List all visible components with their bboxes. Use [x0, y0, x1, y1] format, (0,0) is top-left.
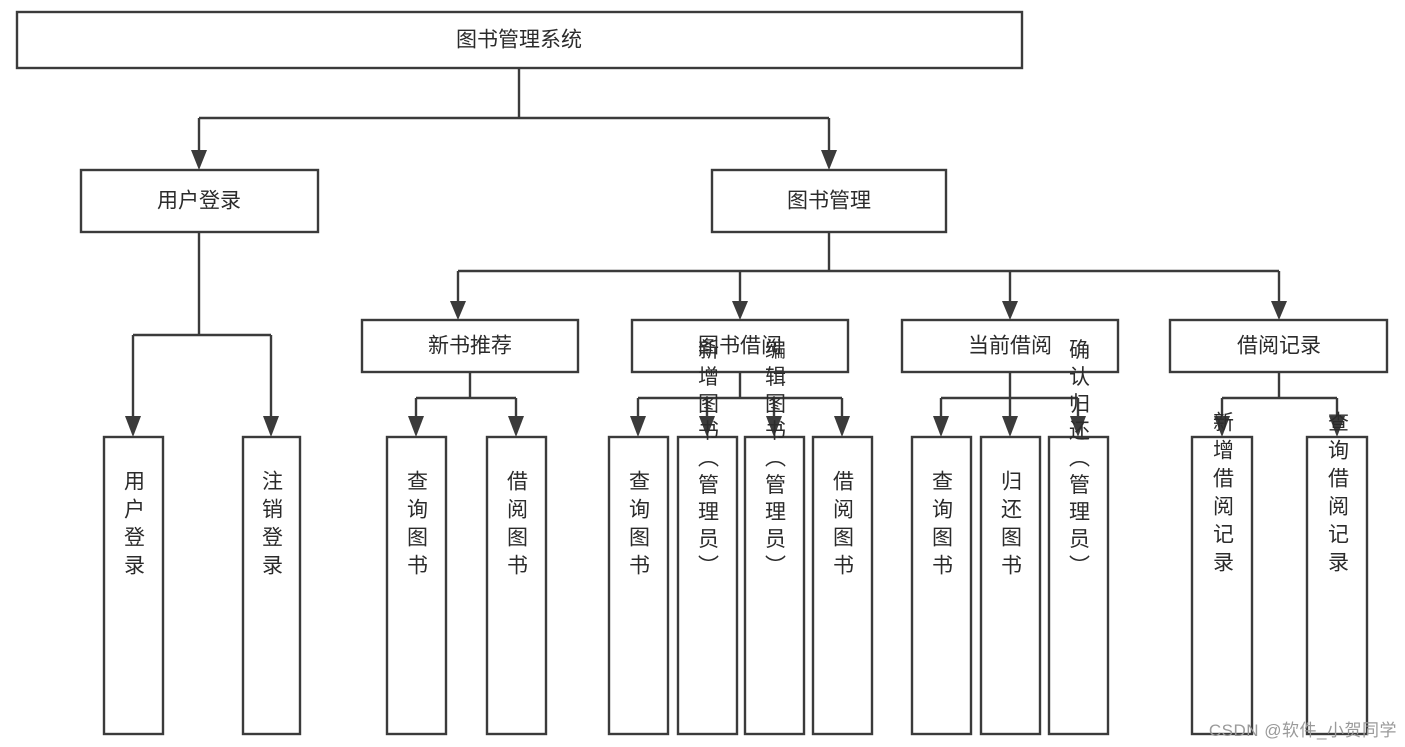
node-book-manage-label: 图书管理	[787, 190, 871, 213]
connector-userlogin-to-leaves	[125, 232, 279, 437]
leaf-node-current-confirm-return[interactable]: 确认归还（管理员）	[1047, 339, 1110, 736]
node-root[interactable]: 图书管理系统	[15, 10, 1024, 70]
leaf-node-current-query-book-label: 查询图书	[930, 470, 954, 582]
connector-currentborrow-to-leaves	[933, 372, 1086, 437]
leaf-node-user-logout[interactable]: 注销登录	[241, 435, 302, 736]
leaf-node-borrow-lend-book-label: 借阅图书	[831, 470, 855, 582]
leaf-node-record-query[interactable]: 查询借阅记录	[1305, 411, 1369, 736]
node-book-manage[interactable]: 图书管理	[710, 168, 948, 234]
node-borrow-record-label: 借阅记录	[1237, 335, 1321, 358]
leaf-node-user-logout-label: 注销登录	[260, 470, 284, 582]
leaf-node-rec-query-book[interactable]: 查询图书	[385, 435, 448, 736]
node-user-login[interactable]: 用户登录	[79, 168, 320, 234]
connector-newbook-to-leaves	[408, 372, 524, 437]
leaf-node-borrow-query-book[interactable]: 查询图书	[607, 435, 670, 736]
leaf-node-record-add-label: 新增借阅记录	[1211, 411, 1235, 579]
leaf-node-current-return-book[interactable]: 归还图书	[979, 435, 1042, 736]
node-user-login-label: 用户登录	[157, 190, 241, 213]
node-new-book-recommend-label: 新书推荐	[428, 335, 512, 358]
leaf-node-current-query-book[interactable]: 查询图书	[910, 435, 973, 736]
node-current-borrow[interactable]: 当前借阅	[900, 318, 1120, 374]
leaf-node-current-return-book-label: 归还图书	[999, 470, 1023, 582]
node-borrow-record[interactable]: 借阅记录	[1168, 318, 1389, 374]
leaf-node-rec-borrow-book-label: 借阅图书	[505, 470, 529, 582]
leaf-node-rec-borrow-book[interactable]: 借阅图书	[485, 435, 548, 736]
leaf-node-current-confirm-return-label: 确认归还（管理员）	[1067, 339, 1091, 582]
leaf-node-user-login-label: 用户登录	[122, 470, 146, 582]
node-book-borrow[interactable]: 图书借阅	[630, 318, 850, 374]
leaf-node-rec-query-book-label: 查询图书	[405, 470, 429, 582]
connector-borrowrecord-to-leaves	[1214, 372, 1345, 437]
node-current-borrow-label: 当前借阅	[968, 335, 1052, 358]
leaf-node-borrow-add-book-label: 新增图书（管理员）	[696, 339, 720, 582]
connector-root-to-level2	[191, 68, 837, 170]
leaf-node-user-login[interactable]: 用户登录	[102, 435, 165, 736]
connector-bookmanage-to-level3	[450, 232, 1287, 320]
leaf-node-record-query-label: 查询借阅记录	[1326, 411, 1350, 579]
leaf-node-borrow-edit-book[interactable]: 编辑图书（管理员）	[743, 339, 806, 736]
leaf-node-borrow-add-book[interactable]: 新增图书（管理员）	[676, 339, 739, 736]
node-new-book-recommend[interactable]: 新书推荐	[360, 318, 580, 374]
connector-bookborrow-to-leaves	[630, 372, 850, 437]
node-book-borrow-label: 图书借阅	[698, 335, 782, 358]
node-root-label: 图书管理系统	[456, 29, 582, 52]
leaf-node-record-add[interactable]: 新增借阅记录	[1190, 411, 1254, 736]
leaf-node-borrow-edit-book-label: 编辑图书（管理员）	[763, 339, 787, 582]
leaf-node-borrow-lend-book[interactable]: 借阅图书	[811, 435, 874, 736]
leaf-node-borrow-query-book-label: 查询图书	[627, 470, 651, 582]
